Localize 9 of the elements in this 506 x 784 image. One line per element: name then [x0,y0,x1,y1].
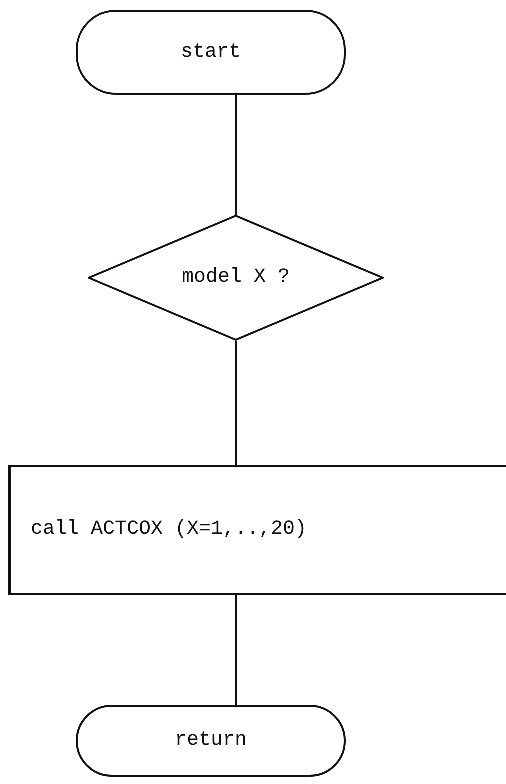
connector-line [235,595,237,705]
node-label: call ACTCOX (X=1,..,20) [31,517,308,543]
node-label: return [174,728,247,754]
decision-diamond [88,215,384,341]
process-box [8,465,506,595]
connector-line [235,95,237,215]
connector-line [235,341,237,465]
node-label: start [180,40,241,66]
node-label: model X ? [182,265,290,291]
